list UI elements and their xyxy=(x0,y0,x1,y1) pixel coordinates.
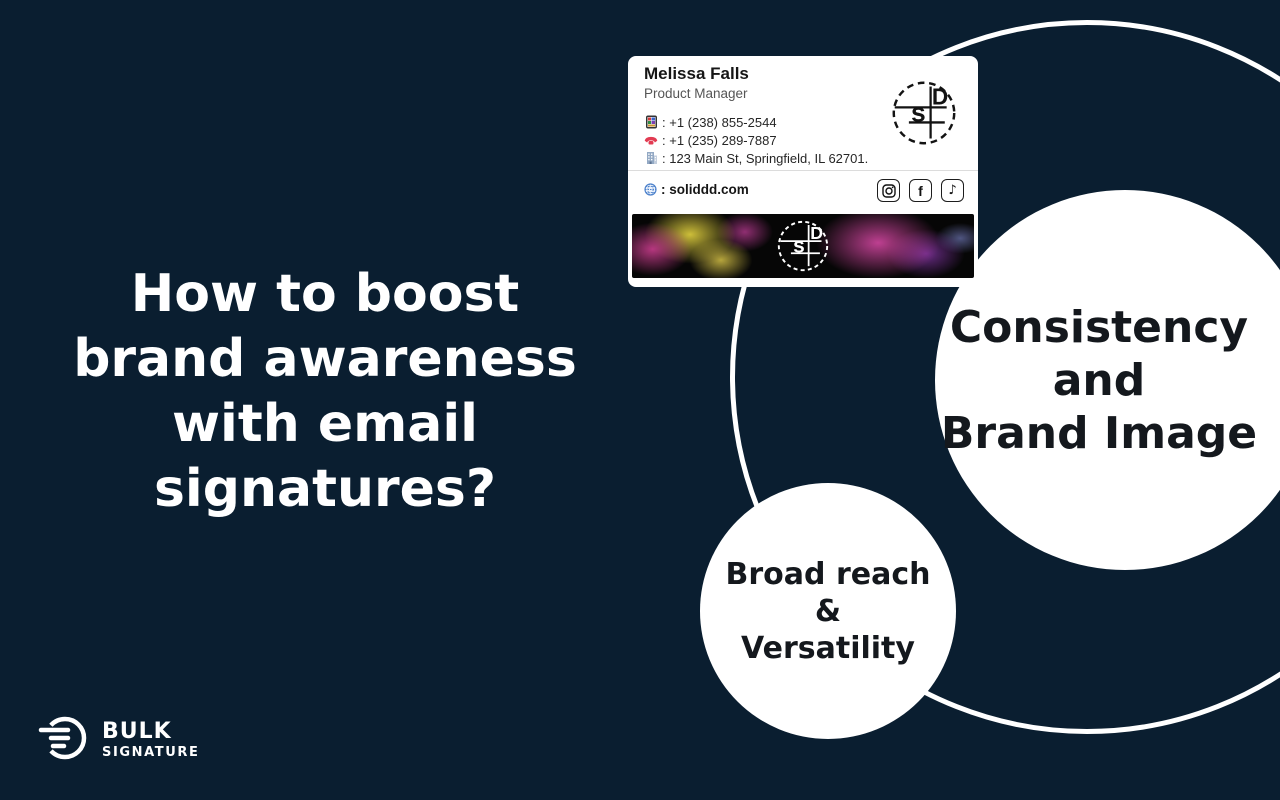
address-row: : 123 Main St, Springfield, IL 62701. xyxy=(644,149,868,167)
bubble-line: Brand Image xyxy=(940,407,1258,459)
logo-letter-d: D xyxy=(932,84,948,110)
contact-job-title: Product Manager xyxy=(644,86,748,101)
headline-line: brand awareness xyxy=(73,329,577,389)
company-logo-soliddd: s D xyxy=(890,79,958,152)
broad-reach-bubble-text: Broad reach & Versatility xyxy=(726,556,931,667)
mobile-phone-icon xyxy=(644,115,658,129)
bubble-line: Versatility xyxy=(741,630,915,666)
banner-logo-letter-s: s xyxy=(793,234,805,257)
bubble-line: Consistency xyxy=(949,301,1249,353)
headline-line: signatures? xyxy=(153,459,496,519)
headline: How to boost brand awareness with email … xyxy=(25,262,625,522)
card-divider xyxy=(628,170,978,171)
contact-rows: : +1 (238) 855-2544 : +1 (235) 289-7887 xyxy=(644,113,868,167)
telephone-row: : +1 (235) 289-7887 xyxy=(644,131,868,149)
mobile-phone-row: : +1 (238) 855-2544 xyxy=(644,113,868,131)
banner-logo-soliddd: s D xyxy=(777,220,829,272)
signature-banner-image: s D xyxy=(632,214,974,278)
instagram-icon xyxy=(877,179,900,202)
bubble-line: and xyxy=(1052,354,1146,406)
bulksignature-logo-icon xyxy=(38,712,90,768)
consistency-bubble: Consistency and Brand Image xyxy=(935,190,1280,570)
address-text: : 123 Main St, Springfield, IL 62701. xyxy=(662,150,869,166)
banner-logo-letter-d: D xyxy=(810,223,823,243)
brand-subtitle: SIGNATURE xyxy=(102,744,200,760)
website-row: : soliddd.com xyxy=(644,182,749,197)
telephone-number: : +1 (235) 289-7887 xyxy=(662,132,777,148)
tiktok-icon: ♪ xyxy=(941,179,964,202)
globe-icon xyxy=(644,183,657,196)
contact-name: Melissa Falls xyxy=(644,64,749,83)
mobile-phone-number: : +1 (238) 855-2544 xyxy=(662,114,777,130)
brand-title: BULK xyxy=(102,718,172,744)
facebook-icon: f xyxy=(909,179,932,202)
broad-reach-bubble: Broad reach & Versatility xyxy=(700,483,956,739)
logo-letter-s: s xyxy=(911,98,926,128)
building-icon xyxy=(644,151,658,165)
website-url: : soliddd.com xyxy=(661,182,749,197)
social-icons: f ♪ xyxy=(877,179,964,202)
bulksignature-wordmark: BULK SIGNATURE xyxy=(102,718,200,761)
email-signature-card: Melissa Falls Product Manager : +1 (238)… xyxy=(628,56,978,287)
headline-line: with email xyxy=(171,394,479,454)
headline-line: How to boost xyxy=(130,264,520,324)
bulksignature-brand: BULK SIGNATURE xyxy=(38,712,200,768)
bubble-line: & xyxy=(814,593,842,629)
bubble-line: Broad reach xyxy=(725,556,931,592)
consistency-bubble-text: Consistency and Brand Image xyxy=(941,301,1280,460)
telephone-icon xyxy=(644,133,658,147)
